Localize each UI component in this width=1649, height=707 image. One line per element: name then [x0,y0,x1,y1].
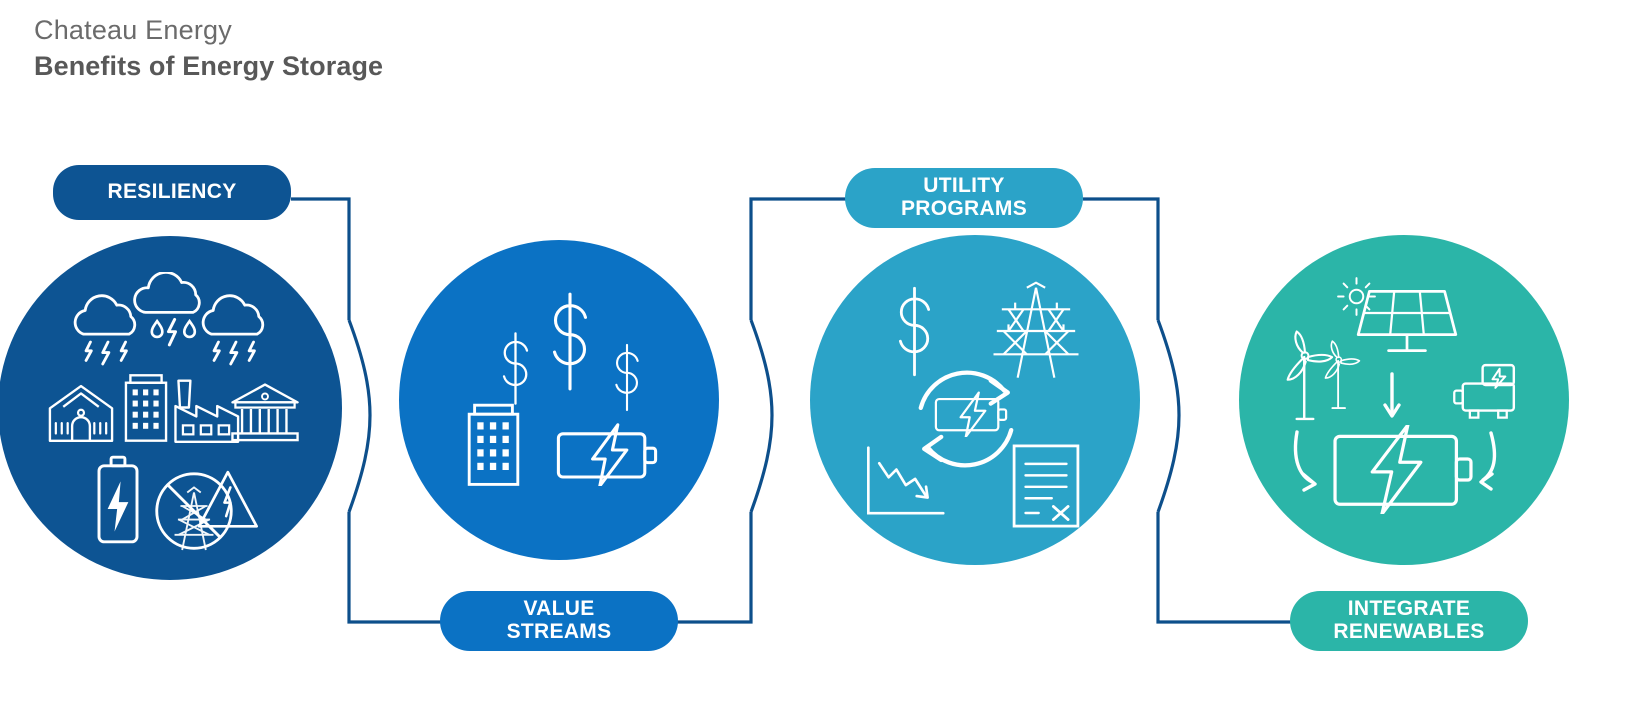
badge-utility-programs[interactable]: UTILITY PROGRAMS [845,168,1083,228]
header: Chateau Energy Benefits of Energy Storag… [34,14,383,84]
connector-value-streams-utility-programs [676,197,846,624]
page-title: Benefits of Energy Storage [34,50,384,81]
icon-group-integrate-renewables [1286,277,1516,514]
badge-resiliency-line-1: RESILIENCY [107,180,237,204]
connector-lines [291,197,1292,624]
badge-integrate-renewables[interactable]: INTEGRATE RENEWABLES [1290,591,1528,651]
badge-value-streams-line-1: VALUE [523,597,595,621]
node-circle-value-streams [399,240,719,560]
node-circle-integrate-renewables [1239,235,1569,565]
arrow-curve-right-icon [1479,431,1497,491]
badge-utility-programs-line-2: PROGRAMS [900,197,1028,220]
badge-resiliency[interactable]: RESILIENCY [53,165,291,220]
node-value-streams [399,240,719,560]
badge-value-streams-line-2: STREAMS [506,620,612,643]
connector-resiliency-value-streams [291,197,444,624]
badge-utility-programs-line-1: UTILITY [923,174,1005,198]
node-integrate-renewables [1239,235,1569,565]
node-resiliency [0,236,342,580]
node-utility-programs [810,235,1140,565]
arrow-down-icon [1383,372,1401,418]
badge-integrate-renewables-line-2: RENEWABLES [1333,620,1485,643]
node-circle-resiliency [0,236,342,580]
badge-integrate-renewables-line-1: INTEGRATE [1347,597,1471,621]
brand-name: Chateau Energy [34,15,232,45]
connector-utility-programs-integrate-renewables [1083,197,1292,624]
arrow-curve-left-icon [1293,430,1317,492]
badge-value-streams[interactable]: VALUE STREAMS [440,591,678,651]
